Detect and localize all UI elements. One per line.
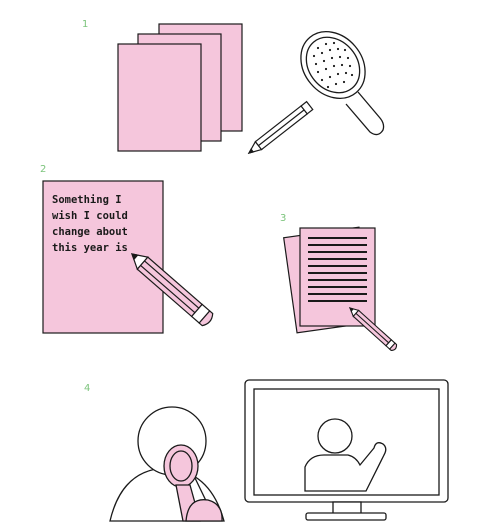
written-pages-icon	[283, 226, 376, 334]
step-number-4: 4	[84, 383, 90, 394]
note-line-3: change about	[52, 226, 128, 238]
note-line-1: Something I	[52, 194, 122, 206]
note-line-4: this year is	[52, 242, 128, 254]
person-with-mirror-icon	[109, 406, 225, 522]
pencil-icon	[247, 100, 314, 154]
video-call-monitor-icon	[244, 379, 449, 521]
step-number-3: 3	[280, 213, 286, 224]
note-line-2: wish I could	[52, 210, 128, 222]
pencil-icon	[349, 307, 398, 352]
step-number-1: 1	[82, 19, 88, 30]
hand-mirror-icon	[300, 31, 385, 136]
step-number-2: 2	[40, 164, 46, 175]
pencil-icon	[131, 253, 214, 327]
paper-stack-icon	[117, 23, 243, 152]
